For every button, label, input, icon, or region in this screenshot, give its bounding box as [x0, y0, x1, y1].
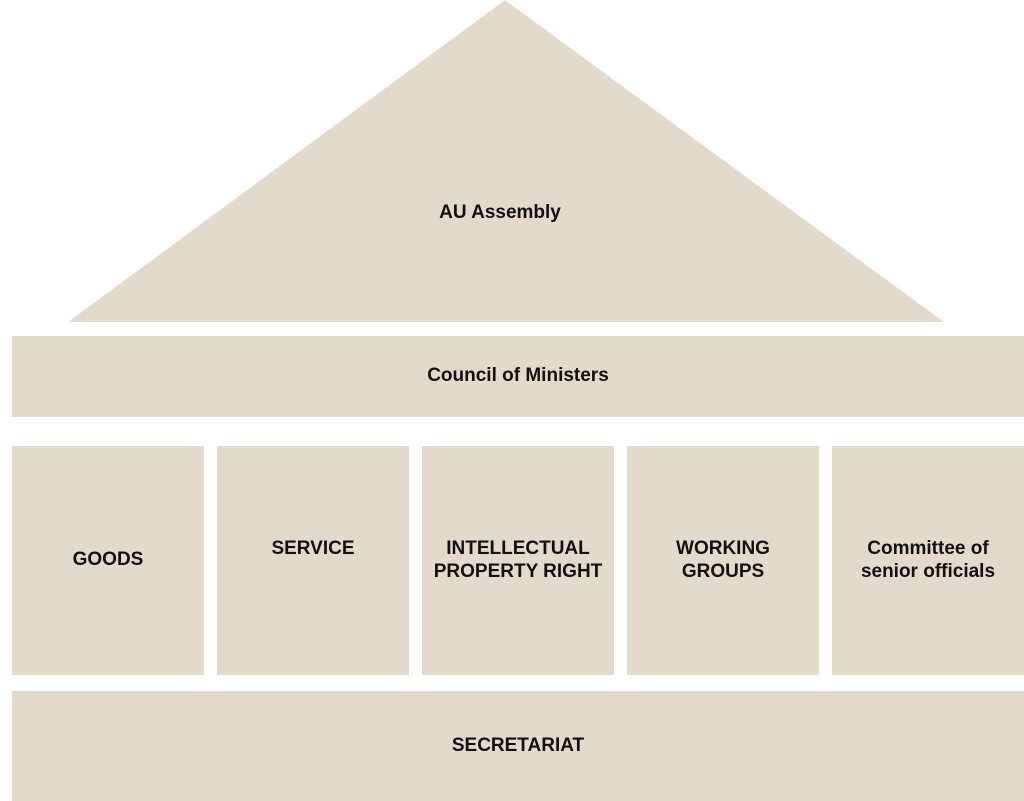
pillar-label: INTELLECTUAL PROPERTY RIGHT [433, 537, 603, 582]
secretariat-label: SECRETARIAT [451, 734, 585, 756]
pillar-label: GOODS [72, 549, 144, 571]
au-assembly-label: AU Assembly [439, 202, 561, 223]
pillar-label: Committee of senior officials [860, 537, 996, 582]
secretariat-box: SECRETARIAT [12, 691, 1024, 801]
pillar-working-groups: WORKING GROUPS [627, 446, 819, 675]
council-of-ministers-box: Council of Ministers [12, 336, 1024, 417]
council-of-ministers-label: Council of Ministers [427, 365, 609, 387]
roof-triangle [68, 0, 944, 322]
roof-shape [68, 0, 944, 322]
pillar-service: SERVICE [217, 446, 409, 675]
pillar-intellectual-property-right: INTELLECTUAL PROPERTY RIGHT [422, 446, 614, 675]
pillar-committee-of-senior-officials: Committee of senior officials [832, 446, 1024, 675]
pillar-label: SERVICE [271, 538, 355, 560]
pillar-label: WORKING GROUPS [676, 537, 770, 582]
pillar-goods: GOODS [12, 446, 204, 675]
